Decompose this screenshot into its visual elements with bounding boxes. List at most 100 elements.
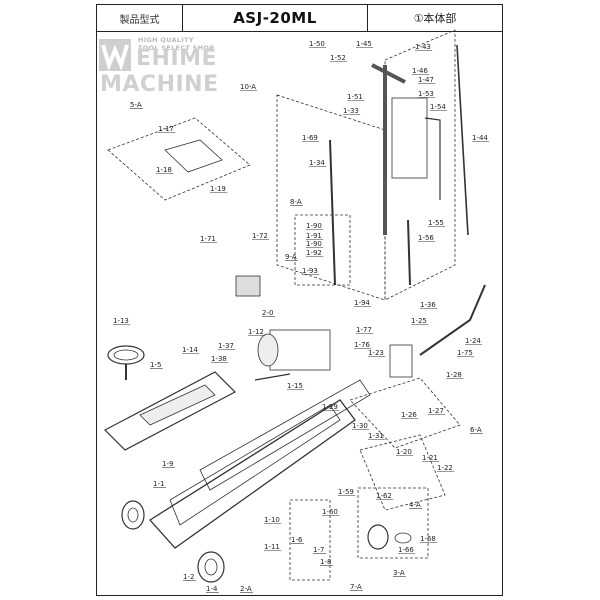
part-callout: 1-37	[218, 342, 234, 350]
part-callout: 1-71	[200, 235, 216, 243]
part-callout: 1-7	[313, 546, 324, 554]
part-callout: 1-31	[368, 432, 384, 440]
part-callout: 2-0	[262, 309, 273, 317]
part-callout: 1-75	[457, 349, 473, 357]
part-callout: 1-34	[309, 159, 325, 167]
release-valve-part	[389, 344, 413, 378]
group-outline-8a	[294, 214, 351, 286]
part-callout: 1-91	[306, 232, 322, 240]
part-callout: 1-30	[352, 422, 368, 430]
part-callout: 1-17	[158, 125, 174, 133]
part-callout: 1-13	[113, 317, 129, 325]
part-callout: 1-4	[206, 585, 218, 593]
saddle-part	[107, 345, 145, 365]
part-callout: 1-22	[437, 464, 453, 472]
part-callout: 1-56	[418, 234, 434, 242]
part-callout: 1-33	[343, 107, 359, 115]
part-callout: 1-93	[302, 267, 318, 275]
part-callout: 1-94	[354, 299, 370, 307]
part-callout: 10-A	[240, 83, 256, 91]
group-outline-6a	[349, 377, 461, 449]
group-outline-7a	[289, 499, 331, 581]
part-callout: 1-25	[411, 317, 427, 325]
part-callout: 1-51	[347, 93, 363, 101]
part-callout: 4-A	[409, 501, 421, 509]
part-callout: 1-21	[422, 454, 438, 462]
part-callout: 1-90	[306, 240, 322, 248]
part-callout: 1-52	[330, 54, 346, 62]
part-callout: 1-69	[302, 134, 318, 142]
title-block: 製品型式 ASJ-20ML ①本体部	[97, 5, 502, 32]
part-callout: 1-59	[338, 488, 354, 496]
part-callout: 1-24	[465, 337, 481, 345]
part-callout: 1-9	[162, 460, 173, 468]
group-outline-4a	[359, 434, 446, 511]
part-callout: 1-76	[354, 341, 370, 349]
part-callout: 1-43	[415, 43, 431, 51]
logo-word-ehime: EHIME	[136, 46, 218, 71]
group-outline-10a	[276, 94, 386, 301]
part-callout: 6-A	[470, 426, 482, 434]
part-callout: 1-55	[428, 219, 444, 227]
logo-tagline-1: HIGH QUALITY	[138, 36, 194, 44]
rear-wheel-part	[197, 551, 225, 583]
group-outline-5a	[107, 117, 251, 201]
cylinder-part	[235, 275, 261, 297]
part-callout: 1-60	[322, 508, 338, 516]
part-callout: 1-77	[356, 326, 372, 334]
part-callout: 1-1	[153, 480, 164, 488]
long-rod-part	[456, 44, 469, 236]
part-callout: 1-2	[183, 573, 194, 581]
product-model-label: 製品型式	[97, 5, 183, 31]
part-callout: 1-27	[428, 407, 444, 415]
part-callout: 1-8	[320, 558, 331, 566]
caster-part	[367, 524, 389, 550]
front-wheel-part	[121, 500, 145, 530]
pump-unit-part	[269, 329, 331, 371]
part-callout: 1-15	[287, 382, 303, 390]
watermark-logo: HIGH QUALITY TOOL SELECT SHOP EHIME MACH…	[98, 34, 258, 104]
group-outline-3a	[357, 487, 429, 559]
part-callout: 5-A	[130, 101, 142, 109]
part-callout: 1-36	[420, 301, 436, 309]
part-callout: 2-A	[240, 585, 252, 593]
main-frame-part	[149, 399, 356, 549]
section-title: ①本体部	[413, 12, 457, 25]
part-callout: 1-10	[264, 516, 280, 524]
part-callout: 1-6	[291, 536, 303, 544]
part-callout: 1-11	[264, 543, 280, 551]
logo-tagline-2: TOOL SELECT SHOP	[138, 44, 215, 52]
part-callout: 1-20	[396, 448, 412, 456]
part-callout: 1-12	[248, 328, 264, 336]
part-callout: 1-26	[401, 411, 417, 419]
part-callout: 1-62	[376, 492, 392, 500]
group-outline-handle	[384, 29, 456, 301]
part-callout: 8-A	[290, 198, 302, 206]
part-callout: 1-44	[472, 134, 488, 142]
part-callout: 1-5	[150, 361, 161, 369]
handle-panel-part	[391, 97, 428, 179]
part-callout: 1-45	[356, 40, 372, 48]
part-callout: 1-29	[322, 403, 338, 411]
part-callout: 1-46	[412, 67, 428, 75]
logo-word-machine: MACHINE	[100, 72, 219, 97]
part-callout: 1-90	[306, 222, 322, 230]
part-callout: 1-66	[398, 546, 414, 554]
part-callout: 1-14	[182, 346, 198, 354]
part-callout: 1-68	[420, 535, 436, 543]
part-callout: 1-92	[306, 249, 322, 257]
part-callout: 1-50	[309, 40, 325, 48]
logo-emblem-icon	[99, 39, 131, 72]
part-callout: 1-18	[156, 166, 172, 174]
plate-part	[164, 139, 223, 173]
part-callout: 1-19	[210, 185, 226, 193]
part-callout: 1-53	[418, 90, 434, 98]
part-callout: 1-23	[368, 349, 384, 357]
part-callout: 1-47	[418, 76, 434, 84]
part-callout: 1-54	[430, 103, 446, 111]
model-number: ASJ-20ML	[183, 5, 368, 31]
part-callout: 7-A	[350, 583, 362, 591]
part-callout: 1-72	[252, 232, 268, 240]
part-callout: 1-38	[211, 355, 227, 363]
